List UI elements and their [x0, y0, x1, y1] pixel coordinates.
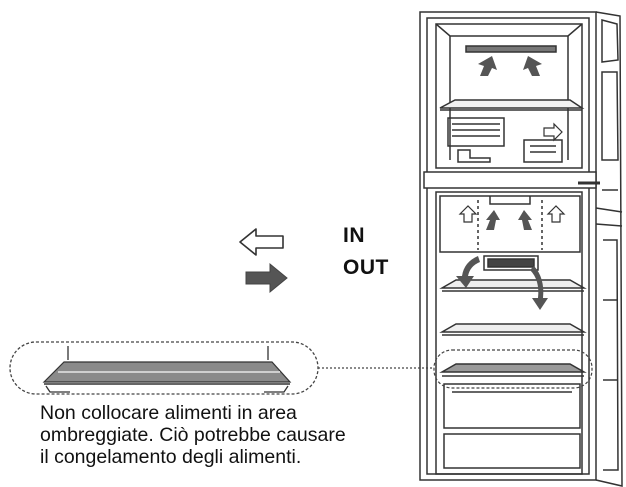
freezer-airflow-left-arrow	[478, 56, 497, 76]
fridge-return-left-arrow	[458, 205, 478, 223]
freezer-airflow-right-arrow	[523, 56, 542, 76]
fridge-return-right-arrow	[546, 205, 566, 223]
fridge-curve-down-right-arrow	[530, 266, 548, 310]
fridge-compartment	[435, 191, 587, 475]
fridge-shelf-2	[439, 323, 587, 333]
fridge-outlet-left-arrow	[486, 210, 500, 230]
freezer-air-vent	[465, 45, 557, 53]
caption-line-3: il congelamento degli alimenti.	[40, 446, 302, 468]
bottom-drawer	[443, 433, 581, 469]
fridge-outlet-right-arrow	[518, 210, 532, 230]
cabinet-outline	[419, 11, 597, 481]
airflow-arrows	[456, 56, 566, 310]
freezer-shelf	[439, 99, 585, 109]
chiller-box	[439, 195, 581, 253]
freezer-compartment	[435, 23, 585, 169]
freezer-return-arrow	[543, 122, 563, 142]
legend-in-label: IN	[343, 224, 365, 247]
caption-line-1: Non collocare alimenti in area	[40, 402, 297, 424]
shaded-area-highlight	[433, 349, 593, 389]
shelf-zoom-callout	[9, 341, 319, 395]
legend-out-label: OUT	[343, 256, 389, 279]
ice-tray	[447, 117, 505, 147]
compartment-divider	[423, 171, 597, 189]
refrigerator	[419, 11, 623, 487]
fridge-curve-down-left-arrow	[456, 256, 480, 288]
fridge-door	[595, 11, 623, 487]
hollow-left-arrow-icon	[239, 228, 284, 256]
solid-right-arrow-icon	[245, 262, 288, 294]
ice-bin	[523, 139, 563, 163]
crisper-drawer	[443, 383, 581, 429]
crisper-shelf	[439, 363, 587, 373]
caption-line-2: ombreggiate. Ciò potrebbe causare	[40, 424, 346, 446]
fridge-shelf-1	[439, 279, 587, 289]
warning-caption: Non collocare alimenti in area ombreggia…	[40, 402, 420, 468]
